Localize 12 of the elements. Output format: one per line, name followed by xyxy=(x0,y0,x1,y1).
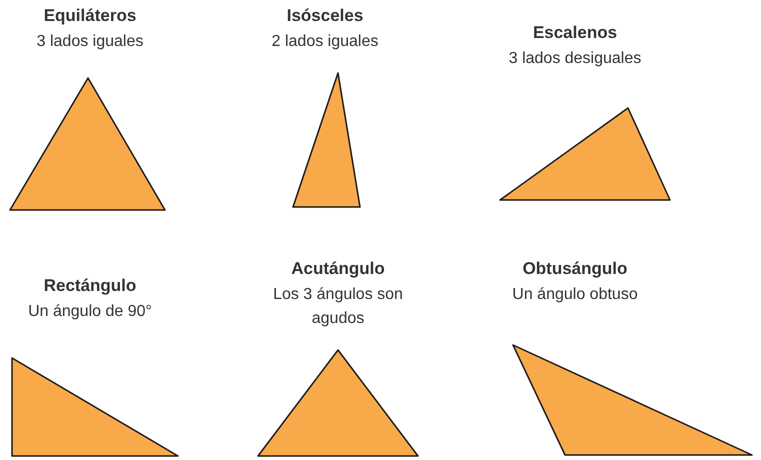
triangle-description: 3 lados iguales xyxy=(36,32,144,52)
triangle-description: 2 lados iguales xyxy=(270,32,380,52)
triangle-description: 3 lados desiguales xyxy=(508,49,642,69)
triangle-type-heading: Isósceles xyxy=(286,5,364,27)
triangle-description: Los 3 ángulos son agudos xyxy=(273,285,403,329)
triangle-type-heading: Equiláteros xyxy=(42,5,138,27)
triangle-description: Un ángulo obtuso xyxy=(511,285,639,305)
triangle-type-heading: Rectángulo xyxy=(42,275,138,297)
triangle-type-heading: Escalenos xyxy=(532,22,618,44)
triangle-type-heading: Acutángulo xyxy=(290,258,386,280)
triangle-type-heading: Obtusángulo xyxy=(522,258,628,280)
triangle-description: Un ángulo de 90° xyxy=(27,302,153,322)
